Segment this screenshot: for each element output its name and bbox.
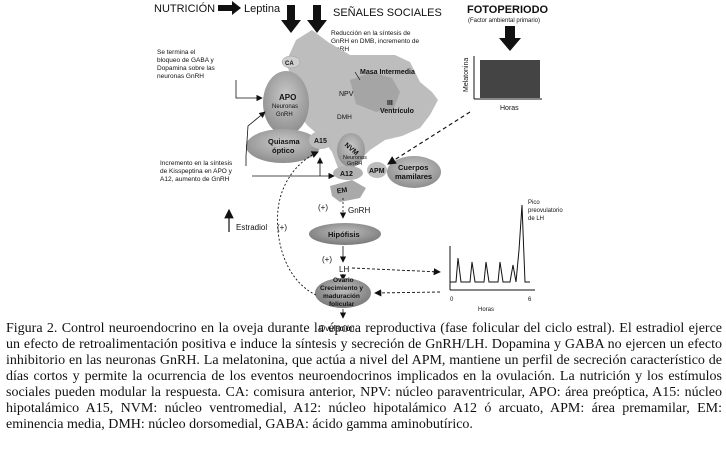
nvm-neuronas-2: GnRH bbox=[347, 161, 362, 167]
melatonina-bar bbox=[480, 60, 540, 98]
ventriculo-line-1: III bbox=[387, 100, 393, 107]
masa-label: Masa Intermedia bbox=[360, 69, 415, 76]
apm-shape bbox=[367, 162, 387, 178]
masa-pointer bbox=[354, 71, 361, 81]
leptina-label: Leptina bbox=[244, 3, 281, 15]
ovario-line-2: Crecimiento y bbox=[320, 285, 363, 292]
nutricion-label: NUTRICIÓN bbox=[154, 2, 215, 15]
ovario-line-1: Ovario bbox=[333, 277, 354, 284]
lh-to-chart-arrow bbox=[351, 267, 441, 276]
apo-label: APO bbox=[279, 93, 296, 102]
plus-lh: (+) bbox=[322, 255, 332, 264]
ovario-line-3: maduración bbox=[323, 293, 360, 300]
ca-label: CA bbox=[285, 61, 294, 67]
ovario-line-4: folicular bbox=[329, 301, 355, 308]
chart-to-ovario-arrow bbox=[374, 289, 441, 297]
ventriculo-line-2: Ventrículo bbox=[380, 108, 414, 115]
lh-peak-line-2: preovulatorio bbox=[528, 208, 563, 214]
lh-chart-x-end: 6 bbox=[528, 297, 532, 303]
apo-sub-1: Neuronas bbox=[272, 104, 298, 110]
gaba-line-3: Dopamina sobre las bbox=[157, 65, 216, 72]
plus-gnrh: (+) bbox=[318, 203, 328, 212]
gaba-line-2: bloqueo de GABA y bbox=[157, 57, 214, 64]
hipofisis-shape bbox=[309, 223, 381, 245]
cuerpos-line-2: mamilares bbox=[395, 172, 432, 181]
cuerpos-line-1: Cuerpos bbox=[398, 163, 428, 172]
gaba-line-1: Se termina el bbox=[157, 49, 196, 56]
lh-peak-line-3: de LH bbox=[528, 216, 544, 222]
quiasma-shape bbox=[246, 129, 320, 163]
gaba-connector bbox=[235, 80, 263, 102]
npv-label: NPV bbox=[339, 91, 354, 98]
gaba-line-4: neuronas GnRH bbox=[157, 73, 204, 80]
lh-chart-x-label: Horas bbox=[478, 307, 494, 313]
nutricion-arrow bbox=[218, 1, 241, 15]
lh-peak-line-1: Pico bbox=[528, 200, 540, 206]
a15-shape bbox=[309, 131, 333, 149]
figure-caption: Figura 2. Control neuroendocrino en la o… bbox=[6, 321, 722, 432]
apo-shape bbox=[263, 71, 309, 135]
em-shape bbox=[330, 180, 366, 202]
fotoperiodo-down-arrow bbox=[499, 26, 521, 51]
a12-label: A12 bbox=[340, 171, 353, 178]
horas-label-top: Horas bbox=[500, 105, 519, 112]
ovario-shape bbox=[315, 278, 371, 308]
melatonina-label: Melatonina bbox=[463, 58, 470, 92]
lh-chart-x-start: 0 bbox=[450, 297, 454, 303]
estradiol-label: Estradiol bbox=[236, 223, 267, 232]
plus-estradiol: (+) bbox=[277, 223, 287, 232]
ventriculo-region bbox=[350, 72, 400, 112]
a12-shape bbox=[333, 166, 363, 180]
fotoperiodo-subtitle: (Factor ambiental primario) bbox=[468, 18, 540, 24]
hipofisis-label: Hipófisis bbox=[328, 230, 360, 239]
a15-label: A15 bbox=[314, 138, 327, 145]
gnrh-label: GnRH bbox=[348, 206, 370, 215]
quiasma-line-2: óptico bbox=[272, 146, 295, 155]
kiss-line-2: de Kisspeptina en APO y bbox=[160, 168, 233, 175]
nvm-neuronas-1: Neuronas bbox=[343, 155, 367, 161]
reduccion-line-1: Reducción en la síntesis de bbox=[331, 30, 411, 37]
nvm-shape bbox=[337, 133, 365, 167]
dmh-label: DMH bbox=[337, 114, 352, 121]
kiss-connector-apo bbox=[245, 111, 266, 166]
kiss-line-1: Incremento en la síntesis bbox=[160, 160, 233, 167]
lh-label: LH bbox=[339, 265, 349, 274]
apm-label: APM bbox=[369, 168, 385, 175]
cuerpos-shape bbox=[387, 156, 441, 188]
reduccion-line-2: GnRH en DMB, incremento de bbox=[331, 38, 420, 45]
senales-down-arrow bbox=[307, 5, 327, 33]
quiasma-line-1: Quiasma bbox=[268, 137, 301, 146]
ca-shape bbox=[281, 55, 301, 69]
lh-pulse-line bbox=[450, 204, 530, 283]
leptina-down-arrow bbox=[281, 5, 301, 33]
ovulacion-text: Ovulación bbox=[319, 324, 355, 333]
melatonina-to-apm-arrow bbox=[387, 111, 471, 165]
em-label: EM bbox=[336, 187, 348, 196]
apo-sub-2: GnRH bbox=[276, 112, 293, 118]
fotoperiodo-title: FOTOPERIODO bbox=[467, 4, 549, 16]
senales-label: SEÑALES SOCIALES bbox=[333, 6, 442, 19]
kiss-line-3: A12, aumento de GnRH bbox=[160, 176, 230, 183]
